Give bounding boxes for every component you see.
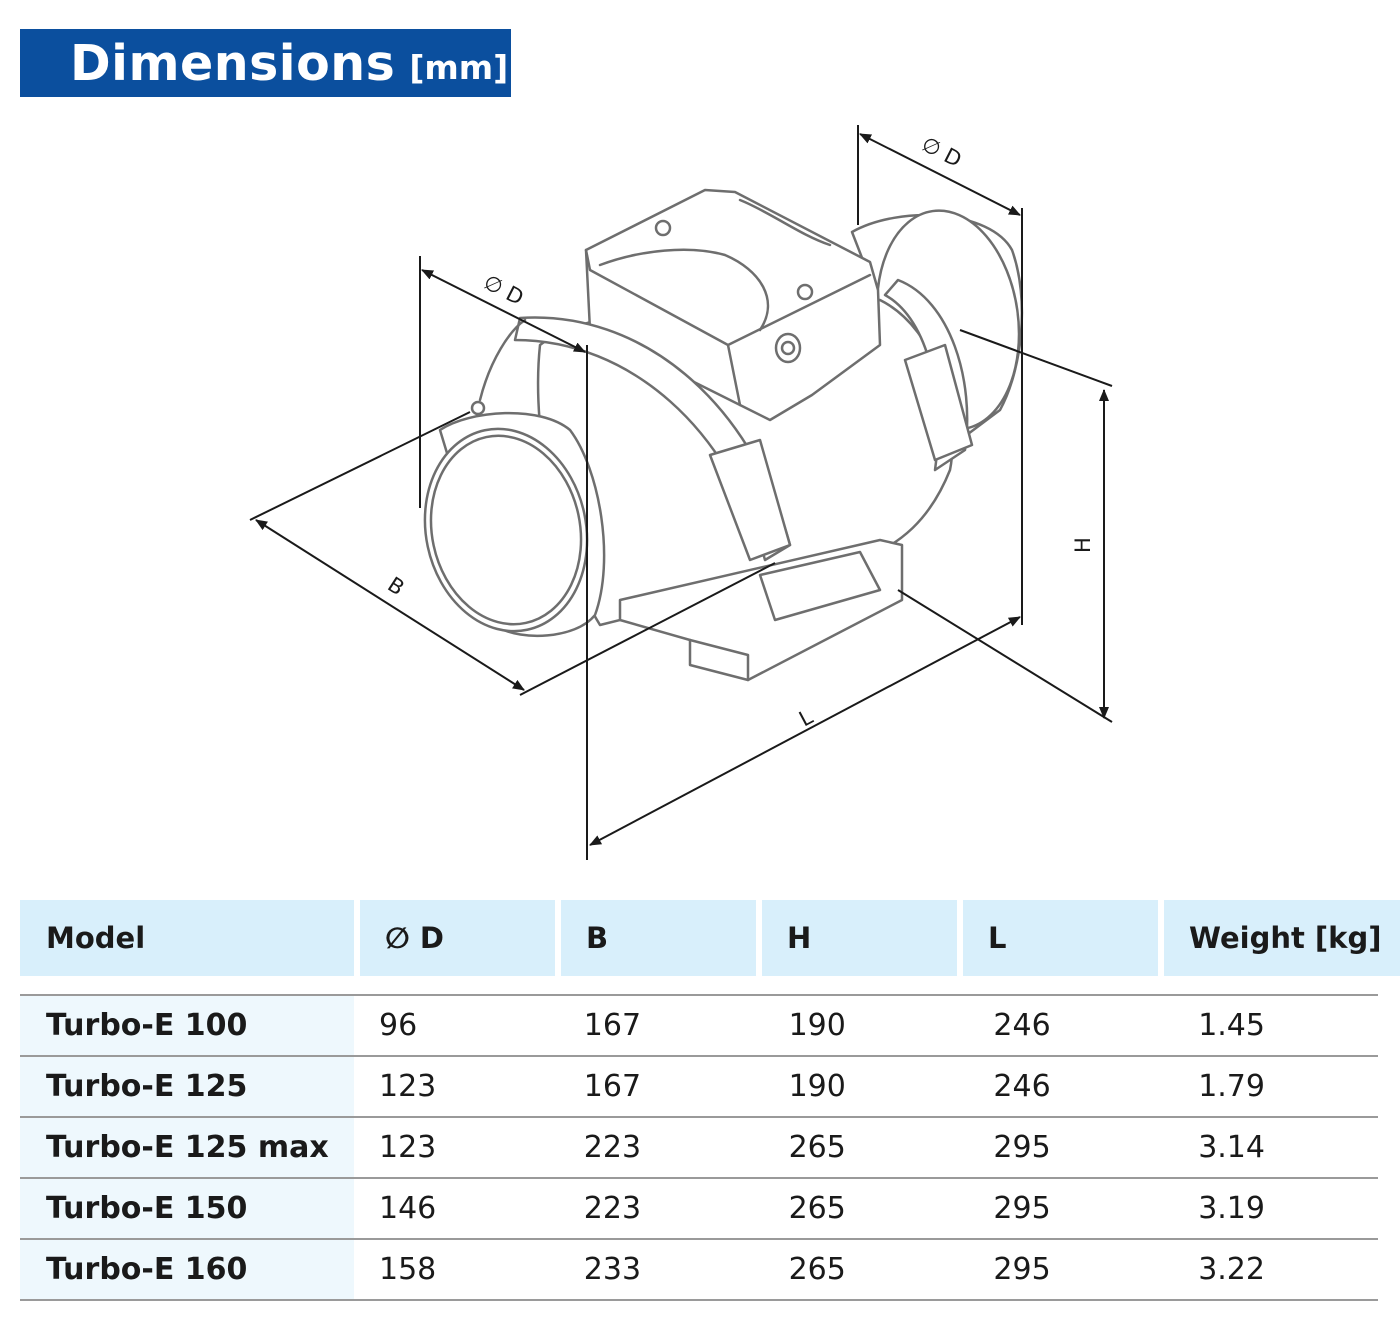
cell-model: Turbo-E 150 [20,1179,354,1238]
table-body: Turbo-E 100 96 167 190 246 1.45 Turbo-E … [20,994,1378,1301]
cell-model: Turbo-E 160 [20,1240,354,1299]
table-row: Turbo-E 125 123 167 190 246 1.79 [20,1057,1378,1118]
cell-l: 246 [993,1008,1051,1043]
cell-h: 190 [788,1069,846,1104]
cell-diameter: 123 [379,1130,437,1165]
inline-fan-illustration [423,188,1024,682]
cell-b: 167 [583,1008,642,1043]
header-l: L [963,900,1158,976]
label-l: L [795,705,817,732]
header-b: B [561,900,756,976]
cell-weight: 1.45 [1198,1008,1265,1043]
cell-l: 295 [993,1130,1051,1165]
cell-b: 223 [583,1130,642,1165]
table-row: Turbo-E 160 158 233 265 295 3.22 [20,1240,1378,1301]
label-h: H [1071,537,1095,553]
cell-weight: 1.79 [1198,1069,1265,1104]
cell-diameter: 123 [379,1069,437,1104]
cell-b: 223 [583,1191,642,1226]
table-row: Turbo-E 125 max 123 223 265 295 3.14 [20,1118,1378,1179]
cell-h: 265 [788,1252,846,1287]
cell-model: Turbo-E 125 [20,1057,354,1116]
cell-l: 295 [993,1191,1051,1226]
cell-h: 265 [788,1130,846,1165]
table-row: Turbo-E 100 96 167 190 246 1.45 [20,996,1378,1057]
table-row: Turbo-E 150 146 223 265 295 3.19 [20,1179,1378,1240]
cell-h: 190 [788,1008,846,1043]
cell-model: Turbo-E 125 max [20,1118,354,1177]
cell-weight: 3.22 [1198,1252,1265,1287]
header-h: H [762,900,957,976]
page-title: Dimensions [70,34,396,92]
cell-diameter: 158 [379,1252,437,1287]
cell-weight: 3.14 [1198,1130,1265,1165]
cell-l: 295 [993,1252,1051,1287]
header-model: Model [20,900,354,976]
cell-diameter: 146 [379,1191,437,1226]
cell-b: 167 [583,1069,642,1104]
dimensions-table: Model ∅ D B H L Weight [kg] Turbo-E 100 … [20,900,1400,1301]
cell-h: 265 [788,1191,846,1226]
header-weight: Weight [kg] [1164,900,1400,976]
cell-weight: 3.19 [1198,1191,1265,1226]
dimension-lines [249,125,1113,860]
cell-diameter: 96 [379,1008,418,1043]
header-diameter: ∅ D [360,900,555,976]
cell-b: 233 [583,1252,642,1287]
title-banner: Dimensions [mm] [20,29,511,97]
fan-dimension-drawing: ∅ D ∅ D B H L [249,125,1113,860]
label-diameter-left: ∅ D [480,270,528,310]
cell-l: 246 [993,1069,1051,1104]
table-header: Model ∅ D B H L Weight [kg] [20,900,1400,976]
label-b: B [383,572,408,600]
cell-model: Turbo-E 100 [20,996,354,1055]
title-unit: [mm] [409,47,509,87]
